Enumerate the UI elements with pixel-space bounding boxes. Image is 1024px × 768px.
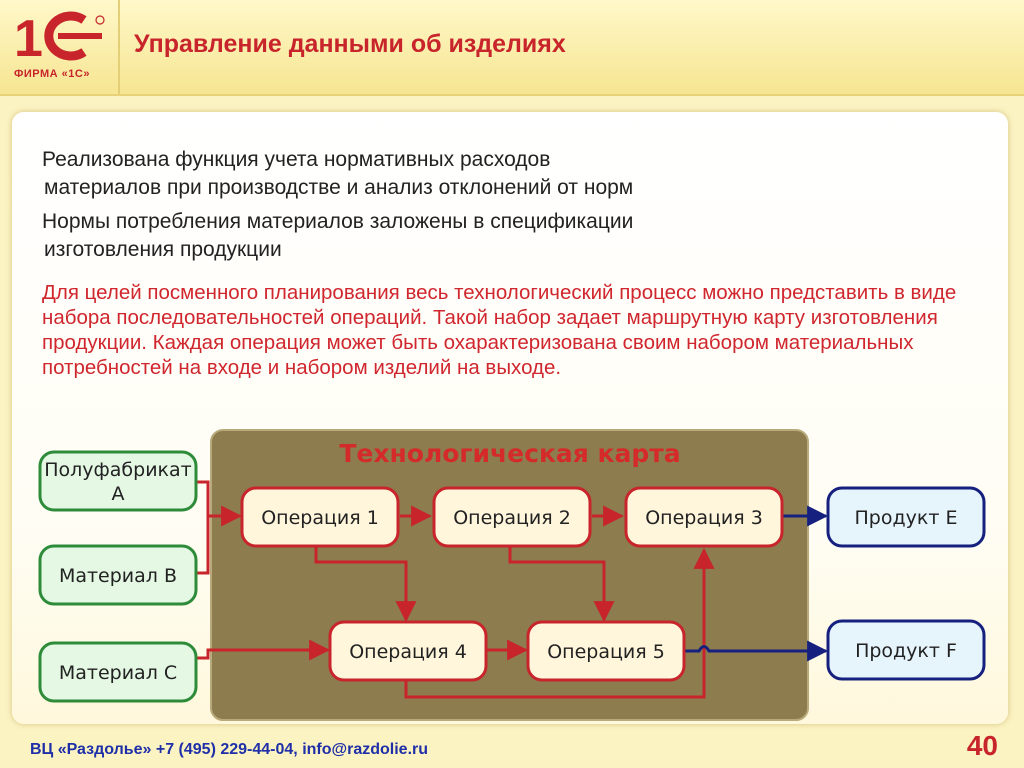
paragraph-line: Нормы потребления материалов заложены в … [42, 210, 634, 233]
node-operation-1: Операция 1 [240, 486, 400, 548]
node-label: Материал С [59, 662, 177, 684]
node-material-c: Материал С [38, 641, 198, 703]
logo: 1 ФИРМА «1С» [0, 0, 120, 94]
arrow-op1-op4 [314, 546, 417, 623]
paragraph-line: изготовления продукции [44, 238, 282, 261]
node-product-f: Продукт F [826, 619, 986, 681]
node-label: Операция 4 [349, 641, 467, 663]
tech-map-panel [210, 429, 809, 721]
logo-1c-icon: 1 [14, 10, 105, 68]
svg-text:1: 1 [14, 10, 43, 68]
paragraph-line: материалов при производстве и анализ отк… [44, 176, 634, 199]
tech-map-title: Технологическая карта [339, 439, 680, 468]
header-bar: 1 ФИРМА «1С» Управление данными об издел… [0, 0, 1024, 96]
node-label: Операция 3 [645, 507, 763, 529]
node-label: Продукт F [855, 640, 957, 662]
logo-caption: ФИРМА «1С» [14, 68, 90, 80]
node-label: Полуфабрикат [44, 459, 192, 481]
paragraph-norms-accounting: Реализована функция учета нормативных ра… [42, 146, 802, 202]
connector-input-b [196, 516, 210, 575]
arrow-input-c-to-op4 [196, 639, 331, 661]
footer-contact: ВЦ «Раздолье» +7 (495) 229-44-04, info@r… [30, 741, 429, 758]
node-material-b: Материал В [38, 544, 198, 606]
node-label: Операция 1 [261, 507, 379, 529]
node-product-e: Продукт E [826, 486, 986, 548]
arrow-op4-op3 [404, 547, 715, 699]
node-operation-5: Операция 5 [526, 620, 686, 682]
node-label: Операция 5 [547, 641, 665, 663]
connector-input-a [196, 480, 210, 516]
arrow-op2-op5 [508, 546, 615, 623]
node-label: Операция 2 [453, 507, 571, 529]
page-number: 40 [966, 730, 998, 761]
node-operation-3: Операция 3 [624, 486, 784, 548]
node-operation-4: Операция 4 [328, 620, 488, 682]
paragraph-norms-spec: Нормы потребления материалов заложены в … [42, 208, 802, 264]
node-semi-product-a: Полуфабрикат А [38, 450, 198, 512]
paragraph-planning: Для целей посменного планирования весь т… [42, 281, 957, 379]
node-label: Продукт E [855, 507, 958, 529]
arrow-op5-product-f [684, 640, 829, 662]
paragraph-line: Реализована функция учета нормативных ра… [42, 148, 551, 171]
node-operation-2: Операция 2 [432, 486, 592, 548]
page-title: Управление данными об изделиях [134, 30, 566, 58]
node-label: А [112, 483, 125, 505]
node-label: Материал В [59, 565, 177, 587]
